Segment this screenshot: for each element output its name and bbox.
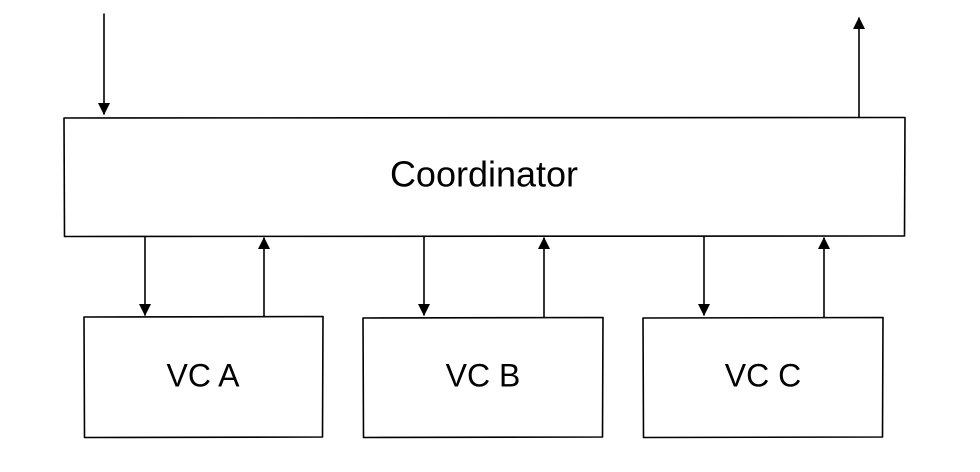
vc-b-box: [362, 316, 604, 439]
vc-c-box: [642, 316, 884, 439]
vc-c-node: VC C: [642, 316, 884, 439]
vc-a-box: [83, 315, 324, 439]
vc-a-label: VC A: [167, 357, 241, 393]
vc-c-label: VC C: [725, 357, 801, 393]
vc-b-node: VC B: [362, 316, 604, 439]
coordinator-box: [63, 116, 906, 238]
vc-b-label: VC B: [446, 357, 521, 393]
coordinator-label: Coordinator: [390, 154, 578, 195]
vc-a-node: VC A: [83, 315, 324, 439]
coordinator-node: Coordinator: [63, 116, 906, 238]
